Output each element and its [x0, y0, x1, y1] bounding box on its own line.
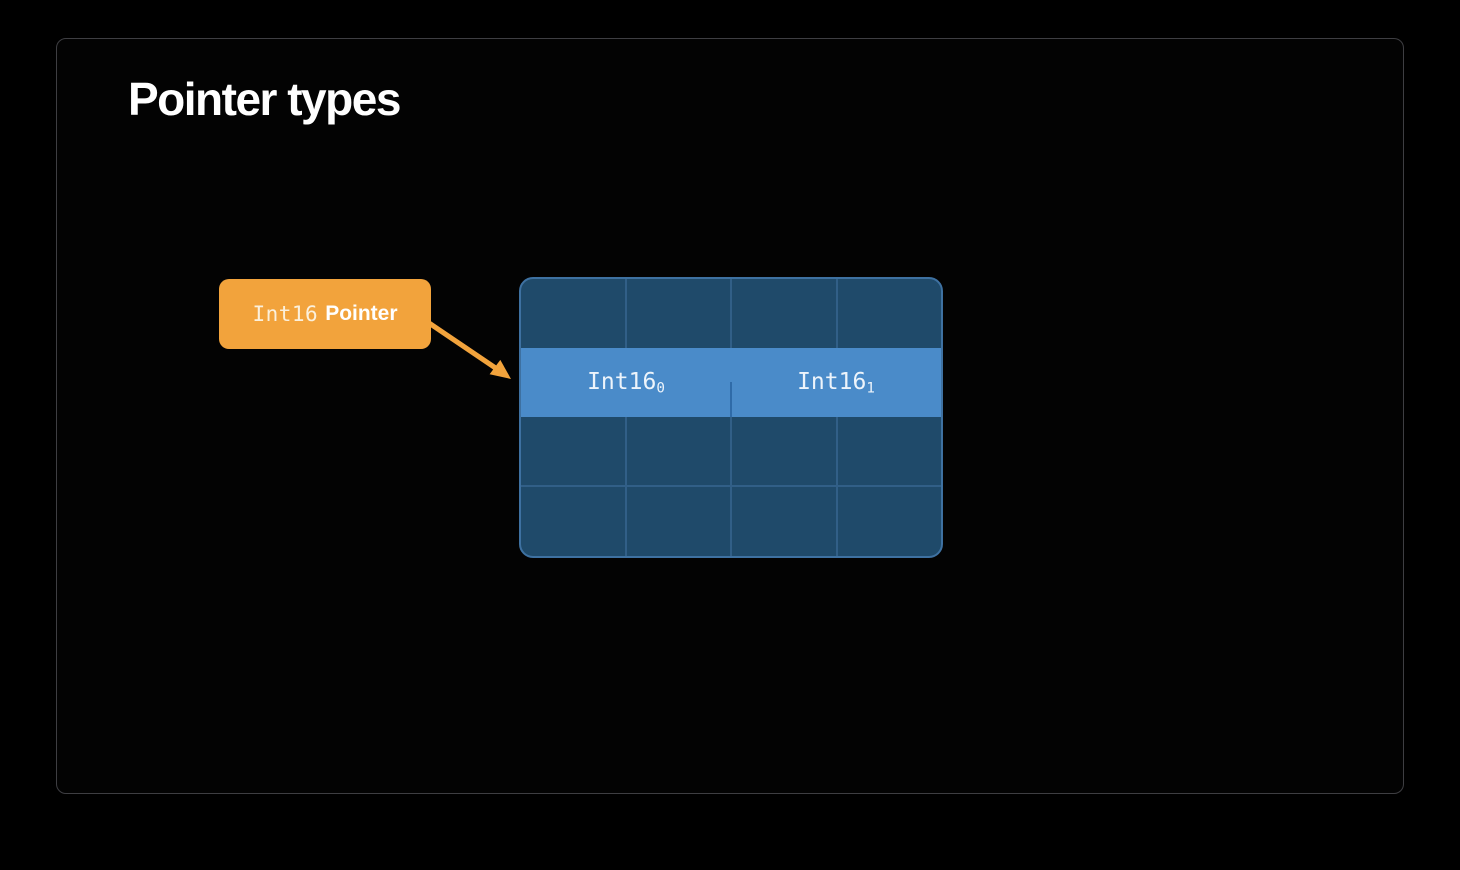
memory-cell [732, 416, 838, 486]
memory-row [521, 487, 941, 556]
memory-cell [838, 279, 942, 348]
pointer-arrow-shaft [426, 320, 500, 372]
memory-cell [732, 279, 838, 348]
int16-1-label: Int16 [797, 369, 867, 396]
slide-canvas: Pointer types Int16 Pointer Int160 Int16 [56, 38, 1404, 794]
memory-row-highlighted: Int160 Int161 [521, 347, 941, 417]
pointer-label-type: Int16 [252, 302, 319, 326]
memory-cell [627, 279, 732, 348]
pointer-arrowhead-icon [489, 359, 511, 379]
memory-row [521, 279, 941, 348]
memory-grid: Int160 Int161 [519, 277, 943, 558]
memory-cell [838, 417, 942, 486]
memory-cell [627, 416, 732, 486]
int16-0-label: Int16 [587, 369, 657, 396]
memory-cell [521, 487, 627, 556]
memory-row [521, 416, 942, 488]
memory-cell [521, 416, 627, 486]
memory-cell-int16-1: Int161 [731, 348, 941, 417]
int16-1-subscript: 1 [866, 380, 875, 397]
memory-cell [732, 487, 838, 556]
slide-title: Pointer types [128, 73, 401, 125]
halfword-divider [730, 382, 732, 417]
memory-cell [521, 279, 627, 348]
pointer-label-box: Int16 Pointer [219, 279, 431, 349]
memory-cell-int16-0: Int160 [521, 348, 731, 417]
memory-cell [838, 487, 942, 556]
int16-0-subscript: 0 [656, 380, 665, 397]
pointer-label-word: Pointer [325, 302, 398, 325]
memory-cell [627, 487, 732, 556]
